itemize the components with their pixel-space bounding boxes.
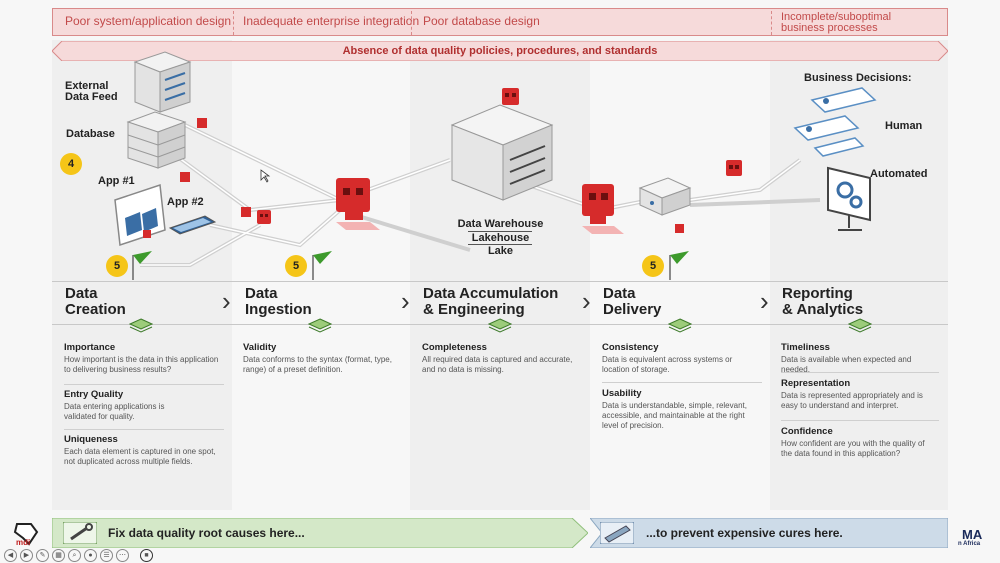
layers-icon-accumulation	[488, 318, 512, 333]
step-badge-4: 4	[60, 153, 82, 175]
toolbar-slides-icon[interactable]: ▦	[52, 549, 65, 562]
green-flag-icon-2	[312, 251, 332, 280]
policy-banner: Absence of data quality policies, proced…	[52, 41, 948, 61]
toolbar-pen-icon[interactable]: ✎	[36, 549, 49, 562]
skull-icon-small-warehouse	[502, 88, 519, 105]
app1-label: App #1	[98, 175, 135, 187]
stage-chevron-icon-3: ›	[582, 286, 591, 316]
stage-title-accumulation: Data Accumulation& Engineering	[423, 285, 559, 318]
bottom-fix-text: Fix data quality root causes here...	[108, 526, 305, 540]
layers-icon-reporting	[848, 318, 872, 333]
step-badge-5-creation: 5	[106, 255, 128, 277]
automated-decision-label: Automated	[870, 168, 928, 180]
skull-icon-small-ingestion	[257, 210, 271, 224]
issue-database-design: Poor database design	[423, 14, 540, 28]
africa-logo-icon	[13, 523, 39, 546]
issue-enterprise-integration: Inadequate enterprise integration	[243, 14, 420, 28]
human-decision-label: Human	[885, 120, 923, 132]
layers-icon-ingestion	[308, 318, 332, 333]
root-cause-issues-bar: Poor system/application design Inadequat…	[52, 8, 948, 36]
skull-icon-large-1	[336, 178, 380, 230]
lake-label: Lake	[487, 245, 514, 257]
bottom-prevent-text: ...to prevent expensive cures here.	[646, 526, 843, 540]
toolbar-previous-icon[interactable]: ◀	[4, 549, 17, 562]
column-bg-ingestion	[232, 40, 410, 510]
stage-chevron-icon-1: ›	[222, 286, 231, 316]
issue-system-design: Poor system/application design	[65, 14, 232, 28]
app1-device-icon	[114, 183, 166, 247]
error-cubes	[143, 118, 684, 238]
skull-icon-large-2	[582, 184, 624, 234]
green-flag-icon-3	[669, 251, 689, 280]
bandage-icon	[600, 522, 634, 544]
delivery-server-icon	[638, 177, 692, 216]
toolbar-more-icon[interactable]: ⋯	[116, 549, 129, 562]
right-logo-subtext: n Africa	[958, 541, 981, 547]
data-warehouse-icon	[450, 104, 554, 201]
step-badge-5-delivery: 5	[642, 255, 664, 277]
left-logo-text: mdi	[16, 538, 31, 547]
policy-banner-text: Absence of data quality policies, proced…	[342, 45, 658, 57]
external-feed-label: External Data Feed	[65, 80, 118, 103]
step-badge-5-ingestion: 5	[285, 255, 307, 277]
lakehouse-label: Lakehouse	[471, 232, 530, 244]
toolbar-next-icon[interactable]: ▶	[20, 549, 33, 562]
green-flag-icon-1	[132, 251, 152, 280]
business-decisions-title: Business Decisions:	[804, 72, 912, 84]
issue-business-processes: Incomplete/suboptimal business processes	[781, 11, 892, 34]
database-label: Database	[66, 128, 115, 140]
stage-chevron-icon-2: ›	[401, 286, 410, 316]
layers-icon-delivery	[668, 318, 692, 333]
mouse-cursor-icon	[260, 169, 271, 183]
pipeline-diagram	[114, 51, 877, 280]
automated-monitor-icon	[827, 166, 871, 231]
skull-icon-small-delivery	[726, 160, 742, 176]
toolbar-camera-icon[interactable]: ■	[140, 549, 153, 562]
bottom-fix-arrow	[52, 518, 588, 548]
external-feed-server-icon	[133, 51, 192, 113]
warehouse-label: Data Warehouse	[457, 218, 544, 230]
toolbar-laser-icon[interactable]: ●	[84, 549, 97, 562]
column-bg-delivery	[590, 40, 770, 510]
right-logo-text: MA	[962, 527, 983, 542]
app2-device-icon	[168, 215, 217, 235]
toolbar-subtitles-icon[interactable]: ☰	[100, 549, 113, 562]
layers-icon-creation	[129, 318, 153, 333]
toolbar-zoom-icon[interactable]: ⌕	[68, 549, 81, 562]
human-decision-cards-icon	[793, 87, 877, 157]
database-server-icon	[126, 111, 187, 169]
wrench-icon	[63, 522, 97, 544]
stage-chevron-icon-4: ›	[760, 286, 769, 316]
column-bg-reporting	[770, 40, 948, 510]
stage-title-reporting: Reporting& Analytics	[782, 285, 864, 318]
app2-label: App #2	[167, 196, 204, 208]
